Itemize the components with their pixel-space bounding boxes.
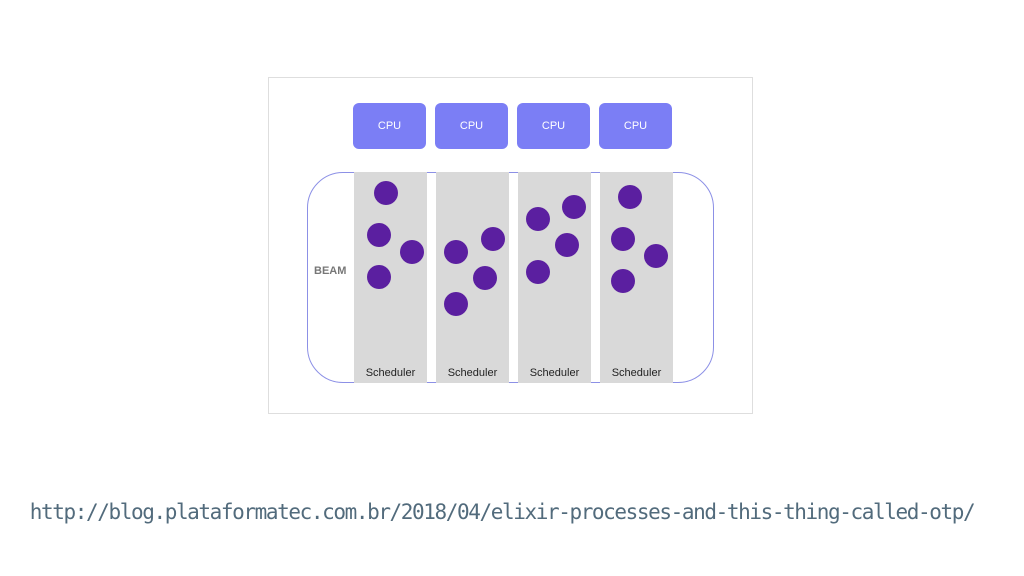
process-dot [618, 185, 642, 209]
process-dot [444, 240, 468, 264]
cpu-box-1: CPU [353, 103, 426, 149]
scheduler-column-4: Scheduler [600, 172, 673, 383]
process-dot [367, 223, 391, 247]
beam-diagram: CPU CPU CPU CPU BEAM Scheduler Scheduler [268, 77, 753, 414]
scheduler-label: Scheduler [529, 367, 580, 379]
process-dot [562, 195, 586, 219]
cpu-box-2: CPU [435, 103, 508, 149]
source-url: http://blog.plataformatec.com.br/2018/04… [29, 500, 976, 524]
process-dot [374, 181, 398, 205]
scheduler-label: Scheduler [447, 367, 498, 379]
process-dot [444, 292, 468, 316]
process-dot [400, 240, 424, 264]
process-dot [367, 265, 391, 289]
process-dot [526, 260, 550, 284]
cpu-label: CPU [459, 120, 484, 132]
scheduler-label: Scheduler [611, 367, 662, 379]
scheduler-label: Scheduler [365, 367, 416, 379]
process-dot [611, 269, 635, 293]
process-dot [644, 244, 668, 268]
process-dot [526, 207, 550, 231]
beam-vm-container: BEAM Scheduler Scheduler Scheduler [307, 172, 714, 383]
cpu-label: CPU [623, 120, 648, 132]
beam-label: BEAM [314, 265, 347, 277]
scheduler-column-3: Scheduler [518, 172, 591, 383]
cpu-label: CPU [377, 120, 402, 132]
scheduler-column-1: Scheduler [354, 172, 427, 383]
cpu-box-4: CPU [599, 103, 672, 149]
process-dot [473, 266, 497, 290]
process-dot [611, 227, 635, 251]
scheduler-column-2: Scheduler [436, 172, 509, 383]
cpu-label: CPU [541, 120, 566, 132]
process-dot [555, 233, 579, 257]
cpu-box-3: CPU [517, 103, 590, 149]
process-dot [481, 227, 505, 251]
